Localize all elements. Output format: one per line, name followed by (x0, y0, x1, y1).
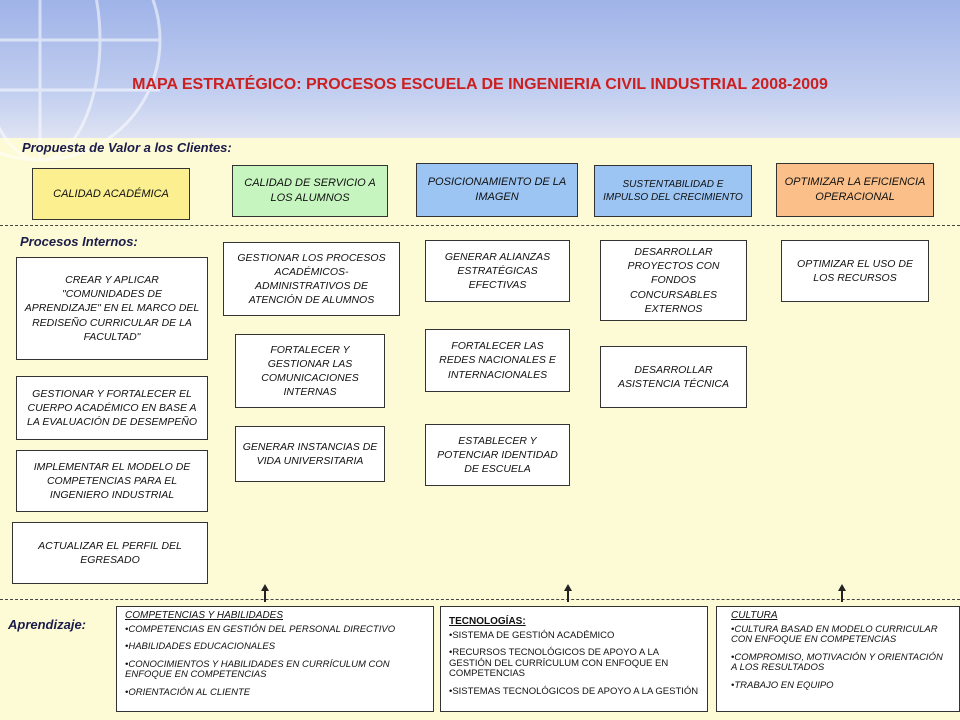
list-item: SISTEMAS TECNOLÓGICOS DE APOYO A LA GEST… (449, 686, 699, 697)
list-item: HABILIDADES EDUCACIONALES (125, 641, 425, 652)
page-title: MAPA ESTRATÉGICO: PROCESOS ESCUELA DE IN… (132, 76, 828, 93)
value-box-calidad-servicio: CALIDAD DE SERVICIO A LOS ALUMNOS (232, 165, 388, 217)
process-box-perfil-egresado: ACTUALIZAR EL PERFIL DEL EGRESADO (12, 522, 208, 584)
list-item: SISTEMA DE GESTIÓN ACADÉMICO (449, 630, 699, 641)
list-item: CULTURA BASAD EN MODELO CURRICULAR CON E… (731, 624, 951, 646)
process-box-alianzas-estrategicas: GENERAR ALIANZAS ESTRATÉGICAS EFECTIVAS (425, 240, 570, 302)
learning-panel-tecnologias: TECNOLOGÍAS: SISTEMA DE GESTIÓN ACADÉMIC… (440, 606, 708, 712)
list-item: TRABAJO EN EQUIPO (731, 680, 951, 691)
process-box-comunidades-aprendizaje: CREAR Y APLICAR "COMUNIDADES DE APRENDIZ… (16, 257, 208, 360)
learning-panel-cultura: CULTURA CULTURA BASAD EN MODELO CURRICUL… (716, 606, 960, 712)
process-box-asistencia-tecnica: DESARROLLAR ASISTENCIA TÉCNICA (600, 346, 747, 408)
divider-top (0, 225, 960, 226)
list-item: COMPROMISO, MOTIVACIÓN Y ORIENTACIÓN A L… (731, 652, 951, 674)
value-box-posicionamiento: POSICIONAMIENTO DE LA IMAGEN (416, 163, 578, 217)
value-box-optimizar-eficiencia: OPTIMIZAR LA EFICIENCIA OPERACIONAL (776, 163, 934, 217)
process-box-comunicaciones-internas: FORTALECER Y GESTIONAR LAS COMUNICACIONE… (235, 334, 385, 408)
process-box-optimizar-recursos: OPTIMIZAR EL USO DE LOS RECURSOS (781, 240, 929, 302)
panel-title: CULTURA (731, 610, 778, 621)
list-item: COMPETENCIAS EN GESTIÓN DEL PERSONAL DIR… (125, 624, 425, 635)
section-internal-label: Procesos Internos: (20, 234, 138, 249)
panel-title: TECNOLOGÍAS: (449, 616, 526, 627)
process-box-procesos-academicos: GESTIONAR LOS PROCESOS ACADÉMICOS-ADMINI… (223, 242, 400, 316)
section-value-label: Propuesta de Valor a los Clientes: (22, 140, 232, 155)
panel-title: COMPETENCIAS Y HABILIDADES (125, 610, 284, 621)
process-box-redes-nacionales: FORTALECER LAS REDES NACIONALES E INTERN… (425, 329, 570, 392)
list-item: RECURSOS TECNOLÓGICOS DE APOYO A LA GEST… (449, 648, 699, 679)
learning-panel-competencias: COMPETENCIAS Y HABILIDADES COMPETENCIAS … (116, 606, 434, 712)
globe-watermark-icon (0, 0, 162, 162)
value-box-sustentabilidad: SUSTENTABILIDAD E IMPULSO DEL CRECIMIENT… (594, 165, 752, 217)
divider-bottom (0, 599, 960, 600)
process-box-vida-universitaria: GENERAR INSTANCIAS DE VIDA UNIVERSITARIA (235, 426, 385, 482)
value-box-calidad-academica: CALIDAD ACADÉMICA (32, 168, 190, 220)
process-box-modelo-competencias: IMPLEMENTAR EL MODELO DE COMPETENCIAS PA… (16, 450, 208, 512)
process-box-cuerpo-academico: GESTIONAR Y FORTALECER EL CUERPO ACADÉMI… (16, 376, 208, 440)
process-box-fondos-concursables: DESARROLLAR PROYECTOS CON FONDOS CONCURS… (600, 240, 747, 321)
list-item: ORIENTACIÓN AL CLIENTE (125, 687, 425, 698)
process-box-identidad-escuela: ESTABLECER Y POTENCIAR IDENTIDAD DE ESCU… (425, 424, 570, 486)
list-item: CONOCIMIENTOS Y HABILIDADES EN CURRÍCULU… (125, 659, 425, 681)
section-learning-label: Aprendizaje: (8, 617, 87, 632)
